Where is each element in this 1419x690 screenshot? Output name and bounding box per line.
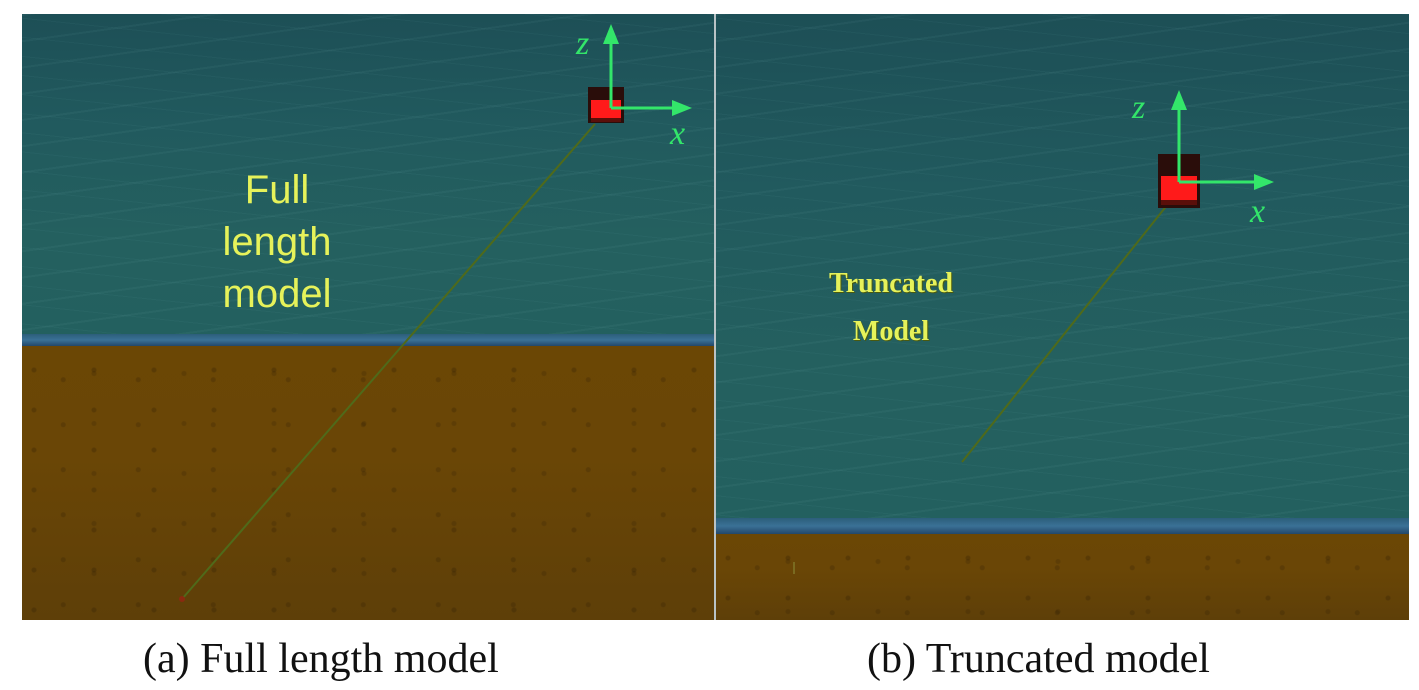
x-axis-arrow-icon xyxy=(611,100,692,116)
panel-truncated-model: z x Truncated Model xyxy=(714,14,1409,620)
z-axis-label: z xyxy=(1131,89,1145,126)
seabed-region xyxy=(22,346,714,620)
seabed-region xyxy=(716,534,1409,620)
panel-full-length-model: z x Full length model xyxy=(22,14,714,620)
buoy-icon xyxy=(588,87,624,123)
seabed-boundary xyxy=(22,334,714,346)
caption-truncated-model: (b) Truncated model xyxy=(867,636,1210,682)
mooring-line-icon xyxy=(181,123,596,600)
anchor-point-icon xyxy=(179,596,185,602)
mooring-line-icon xyxy=(961,203,1169,463)
z-axis-label: z xyxy=(575,25,589,62)
x-axis-label: x xyxy=(1249,193,1265,230)
x-axis-label: x xyxy=(669,115,685,152)
model-label: Truncated Model xyxy=(829,268,953,347)
seabed-boundary xyxy=(716,518,1409,534)
scene-overlay: z x xyxy=(793,89,1274,574)
model-label: Full length model xyxy=(222,168,332,316)
water-region xyxy=(716,14,1409,522)
z-axis-arrow-icon xyxy=(603,24,619,108)
scene-overlay: z x xyxy=(179,24,692,602)
caption-full-length-model: (a) Full length model xyxy=(143,636,499,682)
z-axis-arrow-icon xyxy=(1171,90,1187,182)
x-axis-arrow-icon xyxy=(1179,174,1274,190)
water-region xyxy=(22,14,714,336)
